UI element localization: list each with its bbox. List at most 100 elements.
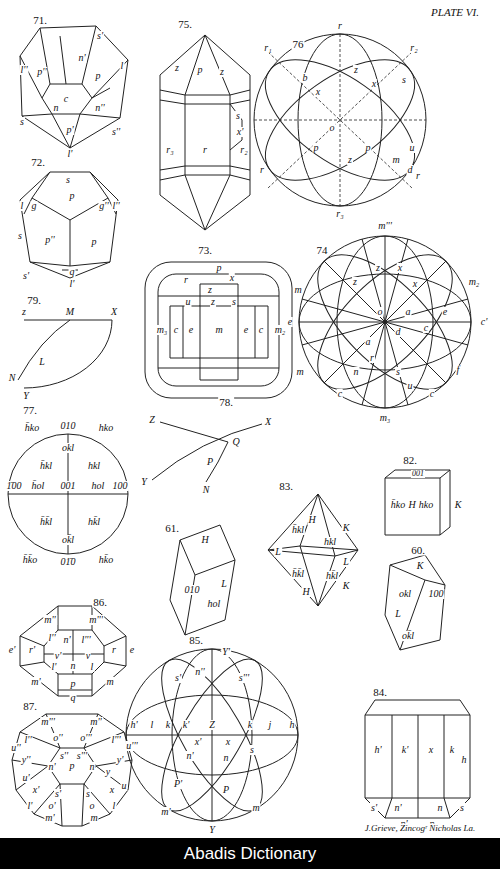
face-label: p xyxy=(365,143,372,153)
face-label: e xyxy=(188,325,194,335)
face-label: k xyxy=(165,720,171,730)
figure-number: 72. xyxy=(30,157,46,168)
face-label: l''' xyxy=(80,635,91,645)
face-label: n'' xyxy=(194,667,205,677)
face-label: h' xyxy=(373,745,382,755)
face-label: g'' xyxy=(98,201,109,211)
face-label: r₃ xyxy=(335,209,344,219)
face-label: q xyxy=(69,267,76,277)
face-label: r₂ xyxy=(409,43,418,53)
face-label: n' xyxy=(77,53,86,63)
face-label: u' xyxy=(21,773,30,783)
face-label: l xyxy=(120,61,125,71)
face-label: h xyxy=(461,755,468,765)
face-label: u xyxy=(185,297,192,307)
face-label: s xyxy=(19,117,25,127)
face-label: m' xyxy=(160,807,171,817)
face-label: H xyxy=(407,500,416,510)
face-label: Y' xyxy=(221,647,231,657)
face-label: hk̄o xyxy=(98,555,114,565)
face-label: x xyxy=(229,273,235,283)
face-label: x xyxy=(412,279,418,289)
face-label: r xyxy=(202,145,208,155)
face-label: j xyxy=(268,720,273,730)
face-label: x xyxy=(315,87,321,97)
face-label: Y xyxy=(140,477,148,487)
face-label: m₃ xyxy=(379,413,392,423)
face-label: l'' xyxy=(47,633,56,643)
face-label: s xyxy=(401,75,407,85)
face-label: c xyxy=(429,389,435,399)
face-label: l''' xyxy=(110,735,121,745)
face-label: s' xyxy=(22,271,30,281)
face-label: X xyxy=(110,307,118,317)
face-label: r xyxy=(415,171,421,181)
face-label: m xyxy=(214,325,223,335)
face-label: x xyxy=(371,79,377,89)
face-label: 100 xyxy=(112,481,129,491)
face-label: hol xyxy=(207,599,222,609)
face-label: o''' xyxy=(79,733,92,743)
face-label: g xyxy=(31,201,38,211)
face-label: o'' xyxy=(52,733,63,743)
face-label: n xyxy=(437,803,444,813)
face-label: e xyxy=(243,325,249,335)
figure-number: 78. xyxy=(218,397,234,408)
face-label: k' xyxy=(182,720,191,730)
face-label: r xyxy=(369,353,375,363)
face-label: H xyxy=(200,535,209,545)
face-label: hkl xyxy=(87,461,101,471)
face-label: h xyxy=(289,720,296,730)
face-label: m' xyxy=(30,677,41,687)
face-label: l' xyxy=(27,801,34,811)
face-label: c' xyxy=(480,317,489,327)
watermark: Abadis Dictionary xyxy=(183,845,317,862)
face-label: s''' xyxy=(238,673,250,683)
face-label: 010 xyxy=(60,421,77,431)
face-label: h̄ol xyxy=(31,481,46,491)
face-label: K xyxy=(454,500,463,510)
face-label: s' xyxy=(96,31,104,41)
face-label: P xyxy=(206,457,214,467)
face-label: z xyxy=(352,277,358,287)
face-label: z xyxy=(375,263,381,273)
face-label: l'' xyxy=(111,201,120,211)
face-label: n xyxy=(223,753,230,763)
face-label: o xyxy=(377,307,384,317)
figure-number: 84. xyxy=(372,687,388,698)
figure-number: 60. xyxy=(410,545,426,556)
face-label: s'' xyxy=(111,127,121,137)
figure-number: 79. xyxy=(26,295,42,306)
face-label: u xyxy=(121,781,128,791)
face-label: z xyxy=(21,307,27,317)
face-label: l' xyxy=(51,662,58,672)
face-label: o' xyxy=(47,801,56,811)
face-label: k' xyxy=(401,745,410,755)
face-label: y' xyxy=(116,755,125,765)
face-label: h̄kl xyxy=(39,461,53,471)
face-label: s' xyxy=(370,803,378,813)
engraver-credit: J.Grieve, Zincogʳ Nicholas La. xyxy=(364,824,477,833)
face-label: n'' xyxy=(94,103,105,113)
face-label: e xyxy=(287,317,293,327)
face-label: p xyxy=(313,143,320,153)
face-label: z xyxy=(210,297,216,307)
face-label: h̄kl xyxy=(291,525,305,535)
face-label: hko xyxy=(418,500,434,510)
face-label: p xyxy=(69,761,76,771)
face-label: hk̄l xyxy=(87,517,101,527)
face-label: 001 xyxy=(60,481,77,491)
face-label: s xyxy=(249,745,255,755)
face-label: h̄k̄o xyxy=(22,555,38,565)
face-label: c xyxy=(63,94,69,104)
face-label: N xyxy=(8,373,17,383)
face-label: m₂ xyxy=(468,277,481,287)
face-label: c xyxy=(258,325,264,335)
face-label: s' xyxy=(54,789,62,799)
face-label: x xyxy=(428,745,434,755)
face-label: l'' xyxy=(23,735,32,745)
face-label: h̄k̄l xyxy=(39,517,53,527)
face-label: f xyxy=(456,365,461,375)
face-label: r xyxy=(337,21,343,31)
face-label: r₂ xyxy=(239,145,248,155)
